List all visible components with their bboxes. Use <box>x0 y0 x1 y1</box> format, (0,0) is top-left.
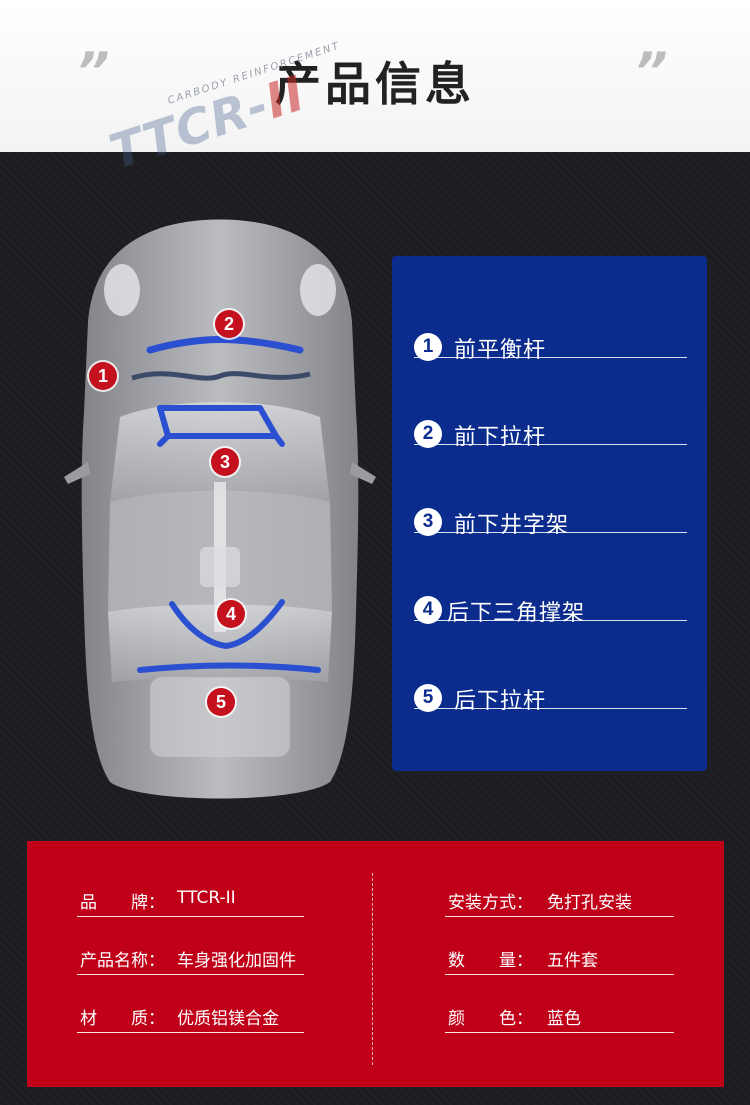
right-quote-mark: ” <box>634 42 667 102</box>
part-name: 前下拉杆 <box>454 425 547 450</box>
spec-key: 颜 色： <box>448 1009 533 1029</box>
marker-2: 2 <box>215 310 243 338</box>
spec-value: 蓝色 <box>547 1009 581 1029</box>
part-number-badge: 5 <box>414 684 442 712</box>
part-name: 前平衡杆 <box>454 338 547 363</box>
parts-list-panel: 1 前平衡杆 2 前下拉杆 3 前下井字架 4 后下三角撑架 5 后下拉杆 <box>392 256 707 771</box>
spec-value: 优质铝镁合金 <box>177 1009 279 1029</box>
spec-row-material: 材 质： 优质铝镁合金 <box>77 1000 304 1033</box>
car-diagram-svg <box>64 219 376 799</box>
headlight-left-shape <box>104 264 140 316</box>
front-lower-brace-shape <box>157 405 285 447</box>
marker-3: 3 <box>211 448 239 476</box>
marker-5: 5 <box>207 688 235 716</box>
page-title: 产品信息 <box>275 57 475 111</box>
part-name: 前下井字架 <box>454 513 570 538</box>
car-chassis-illustration <box>60 212 380 807</box>
part-number-badge: 4 <box>414 596 442 624</box>
spec-value: 车身强化加固件 <box>177 951 296 971</box>
part-name: 后下拉杆 <box>454 689 547 714</box>
spec-panel: 品 牌： TTCR-II 产品名称： 车身强化加固件 材 质： 优质铝镁合金 安… <box>27 841 724 1087</box>
part-item-4: 4 后下三角撑架 <box>414 533 687 626</box>
part-item-5: 5 后下拉杆 <box>414 621 687 714</box>
spec-divider <box>372 873 373 1065</box>
spec-key: 产品名称： <box>80 951 165 971</box>
part-item-2: 2 前下拉杆 <box>414 357 687 450</box>
page-header: ” 产品信息 ” <box>0 0 750 152</box>
spec-value: 五件套 <box>547 951 598 971</box>
front-stabilizer-bar-shape <box>131 371 311 381</box>
part-item-3: 3 前下井字架 <box>414 445 687 538</box>
spec-key: 材 质： <box>80 1009 165 1029</box>
part-number-badge: 3 <box>414 508 442 536</box>
spec-row-color: 颜 色： 蓝色 <box>445 1000 674 1033</box>
part-name: 后下三角撑架 <box>447 601 586 626</box>
spec-value: TTCR-II <box>177 888 236 908</box>
spec-row-quantity: 数 量： 五件套 <box>445 942 674 975</box>
headlight-right-shape <box>300 264 336 316</box>
spec-key: 数 量： <box>448 951 533 971</box>
spec-value: 免打孔安装 <box>547 893 632 913</box>
spec-row-product-name: 产品名称： 车身强化加固件 <box>77 942 304 975</box>
spec-key: 安装方式： <box>448 893 533 913</box>
transmission-shape <box>200 547 240 587</box>
part-number-badge: 2 <box>414 420 442 448</box>
spec-row-installation: 安装方式： 免打孔安装 <box>445 884 674 917</box>
part-number-badge: 1 <box>414 333 442 361</box>
rear-triangle-brace-shape <box>169 599 285 650</box>
marker-4: 4 <box>217 600 245 628</box>
spec-row-brand: 品 牌： TTCR-II <box>77 884 304 917</box>
spec-key: 品 牌： <box>80 893 165 913</box>
marker-1: 1 <box>89 362 117 390</box>
rear-lower-bar-shape <box>137 662 321 673</box>
mirror-right-shape <box>350 462 376 484</box>
mirror-left-shape <box>64 462 90 484</box>
part-item-1: 1 前平衡杆 <box>414 270 687 363</box>
engine-block-shape <box>150 677 290 757</box>
front-strut-bar-shape <box>146 336 304 354</box>
